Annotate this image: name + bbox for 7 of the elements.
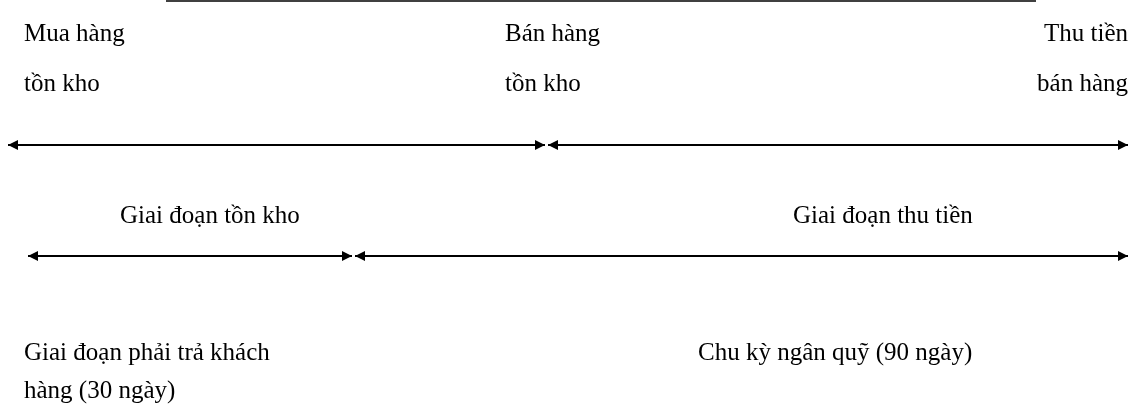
event-label: Mua hàng tồn kho: [24, 18, 126, 98]
period-label: Giai đoạn tồn kho: [120, 200, 300, 230]
event-label: Thu tiền bán hàng: [1036, 18, 1128, 98]
event-label: Bán hàng tồn kho: [505, 18, 602, 98]
period-label: Giai đoạn phải trả khách hàng (30 ngày): [24, 337, 271, 405]
period-label: Chu kỳ ngân quỹ (90 ngày): [698, 337, 973, 367]
period-label: Giai đoạn thu tiền: [793, 200, 973, 230]
